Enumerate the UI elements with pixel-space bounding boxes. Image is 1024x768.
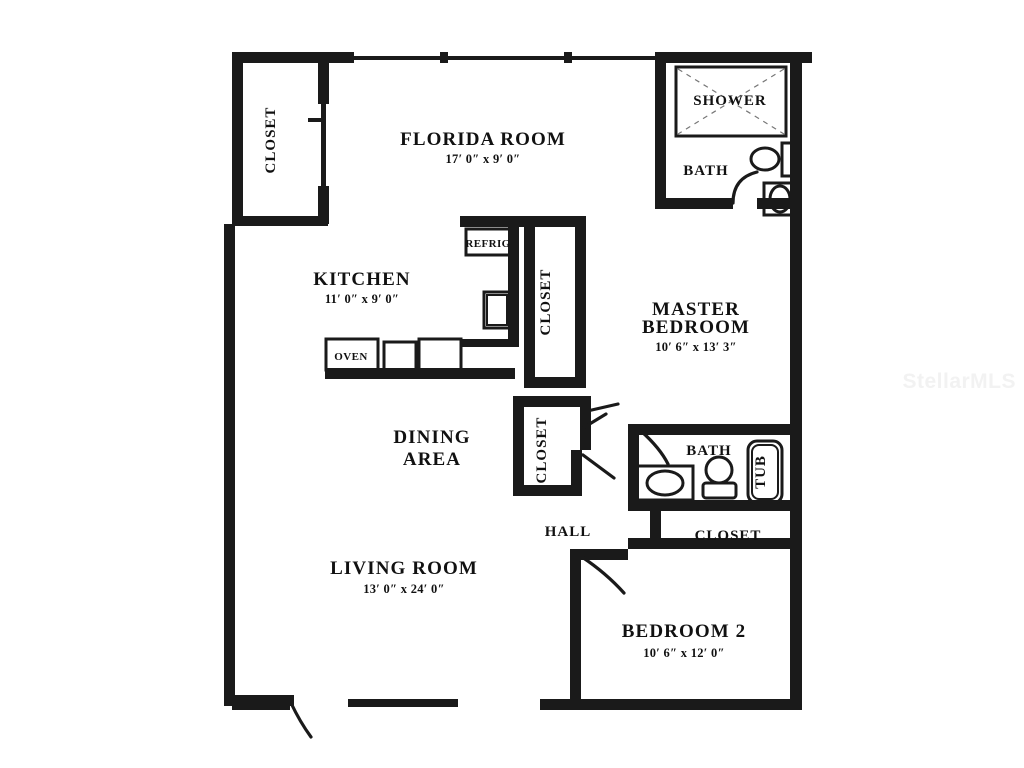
- dim-living-room: 13′ 0″ x 24′ 0″: [363, 582, 445, 596]
- label-kitchen: KITCHEN: [313, 269, 410, 290]
- dim-bedroom-2: 10′ 6″ x 12′ 0″: [643, 646, 725, 660]
- area-labels: CLOSET CLOSET CLOSET CLOSET SHOWER BATH …: [263, 93, 769, 544]
- label-tub: TUB: [753, 455, 769, 489]
- bedroom2-structure: [540, 549, 628, 708]
- label-closet-center-upper: CLOSET: [538, 269, 554, 336]
- label-bath-hall: BATH: [686, 443, 731, 459]
- closet-left-structure: [308, 52, 329, 224]
- label-closet-left: CLOSET: [263, 107, 279, 174]
- label-florida-room: FLORIDA ROOM: [400, 129, 566, 150]
- master-bath-structure: [655, 52, 802, 217]
- closet-center-upper-structure: [524, 216, 586, 388]
- label-master-bedroom-line1: MASTER: [652, 299, 740, 320]
- label-closet-center-lower: CLOSET: [534, 417, 550, 484]
- label-living-room: LIVING ROOM: [330, 558, 478, 579]
- label-closet-bedroom2: CLOSET: [695, 528, 762, 544]
- label-master-bedroom-line2: BEDROOM: [642, 317, 750, 338]
- closet-bedroom2-structure: [628, 511, 796, 549]
- dim-kitchen: 11′ 0″ x 9′ 0″: [325, 292, 399, 306]
- kitchen-structure: [324, 216, 532, 379]
- label-shower: SHOWER: [693, 93, 767, 109]
- label-bedroom-2: BEDROOM 2: [622, 621, 746, 642]
- label-oven: OVEN: [334, 351, 367, 363]
- label-hall: HALL: [545, 524, 592, 540]
- hall-bath-structure: [628, 424, 792, 511]
- closet-center-lower-structure: [513, 396, 620, 496]
- label-refrigerator: REFRIG: [465, 238, 510, 250]
- dim-florida-room: 17′ 0″ x 9′ 0″: [445, 152, 520, 166]
- label-dining-area-line2: AREA: [403, 449, 461, 470]
- label-dining-area-line1: DINING: [393, 427, 470, 448]
- exterior-walls: [224, 52, 812, 710]
- dim-master-bedroom: 10′ 6″ x 13′ 3″: [655, 340, 737, 354]
- entry-door-swing: [289, 701, 313, 739]
- label-bath-master: BATH: [683, 163, 728, 179]
- room-labels: FLORIDA ROOM 17′ 0″ x 9′ 0″ KITCHEN 11′ …: [313, 129, 750, 660]
